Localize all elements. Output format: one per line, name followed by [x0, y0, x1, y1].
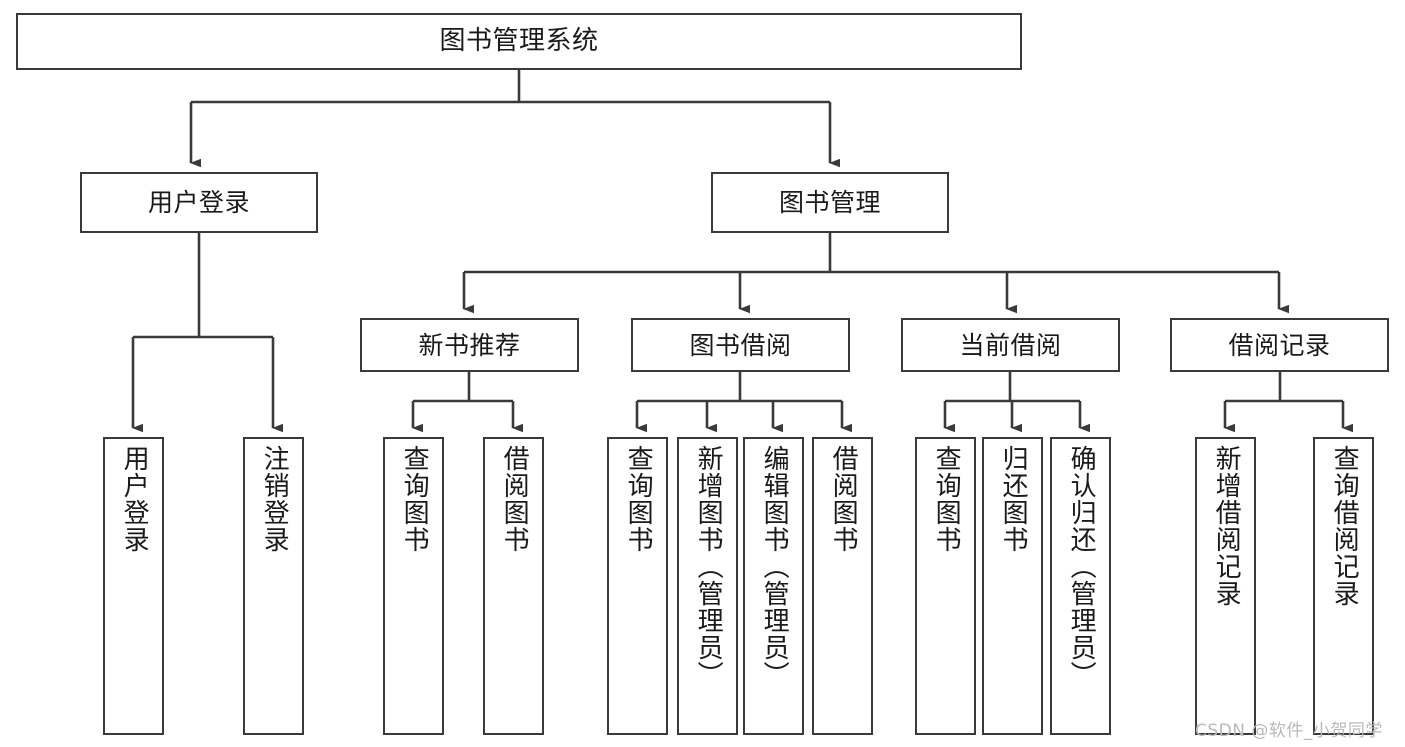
node-label: 新增图书（管理员）: [693, 445, 724, 688]
node-label: 查询图书: [623, 445, 654, 553]
node-label: 图书借阅: [689, 330, 792, 360]
leaf-query-borrow-record[interactable]: 查询借阅记录: [1313, 437, 1374, 735]
node-label: 借阅图书: [499, 445, 530, 553]
node-label: 查询图书: [399, 445, 430, 553]
leaf-query-book-borrow[interactable]: 查询图书: [607, 437, 668, 735]
node-label: 查询图书: [931, 445, 962, 553]
node-label: 图书管理系统: [439, 26, 599, 57]
leaf-add-borrow-record[interactable]: 新增借阅记录: [1195, 437, 1256, 735]
node-label: 用户登录: [147, 188, 250, 217]
leaf-add-book-admin[interactable]: 新增图书（管理员）: [677, 437, 738, 735]
leaf-return-book[interactable]: 归还图书: [982, 437, 1043, 735]
leaf-borrow-book-borrow[interactable]: 借阅图书: [812, 437, 873, 735]
node-label: 注销登录: [259, 445, 290, 553]
node-label: 确认归还（管理员）: [1066, 445, 1097, 688]
leaf-query-book-current[interactable]: 查询图书: [915, 437, 976, 735]
csdn-watermark: CSDN @软件_小贺同学: [1195, 721, 1383, 741]
node-label: 编辑图书（管理员）: [759, 445, 790, 688]
node-root-book-management-system[interactable]: 图书管理系统: [16, 13, 1022, 70]
node-label: 借阅图书: [828, 445, 859, 553]
leaf-edit-book-admin[interactable]: 编辑图书（管理员）: [743, 437, 804, 735]
node-label: 图书管理: [778, 188, 881, 217]
node-borrow-record[interactable]: 借阅记录: [1170, 318, 1389, 372]
leaf-logout-login[interactable]: 注销登录: [243, 437, 304, 735]
node-label: 新书推荐: [418, 330, 521, 360]
node-label: 当前借阅: [959, 330, 1062, 360]
node-label: 用户登录: [119, 445, 150, 553]
node-book-borrow[interactable]: 图书借阅: [631, 318, 850, 372]
node-label: 借阅记录: [1228, 330, 1331, 360]
node-label: 归还图书: [998, 445, 1029, 553]
node-user-login[interactable]: 用户登录: [80, 172, 318, 233]
node-new-book-recommendation[interactable]: 新书推荐: [360, 318, 579, 372]
leaf-query-book-recommendation[interactable]: 查询图书: [383, 437, 444, 735]
node-label: 查询借阅记录: [1329, 445, 1360, 607]
node-label: 新增借阅记录: [1211, 445, 1242, 607]
node-book-management[interactable]: 图书管理: [711, 172, 949, 233]
leaf-confirm-return-admin[interactable]: 确认归还（管理员）: [1050, 437, 1111, 735]
node-current-borrow[interactable]: 当前借阅: [901, 318, 1120, 372]
leaf-user-login[interactable]: 用户登录: [103, 437, 164, 735]
leaf-borrow-book-recommendation[interactable]: 借阅图书: [483, 437, 544, 735]
